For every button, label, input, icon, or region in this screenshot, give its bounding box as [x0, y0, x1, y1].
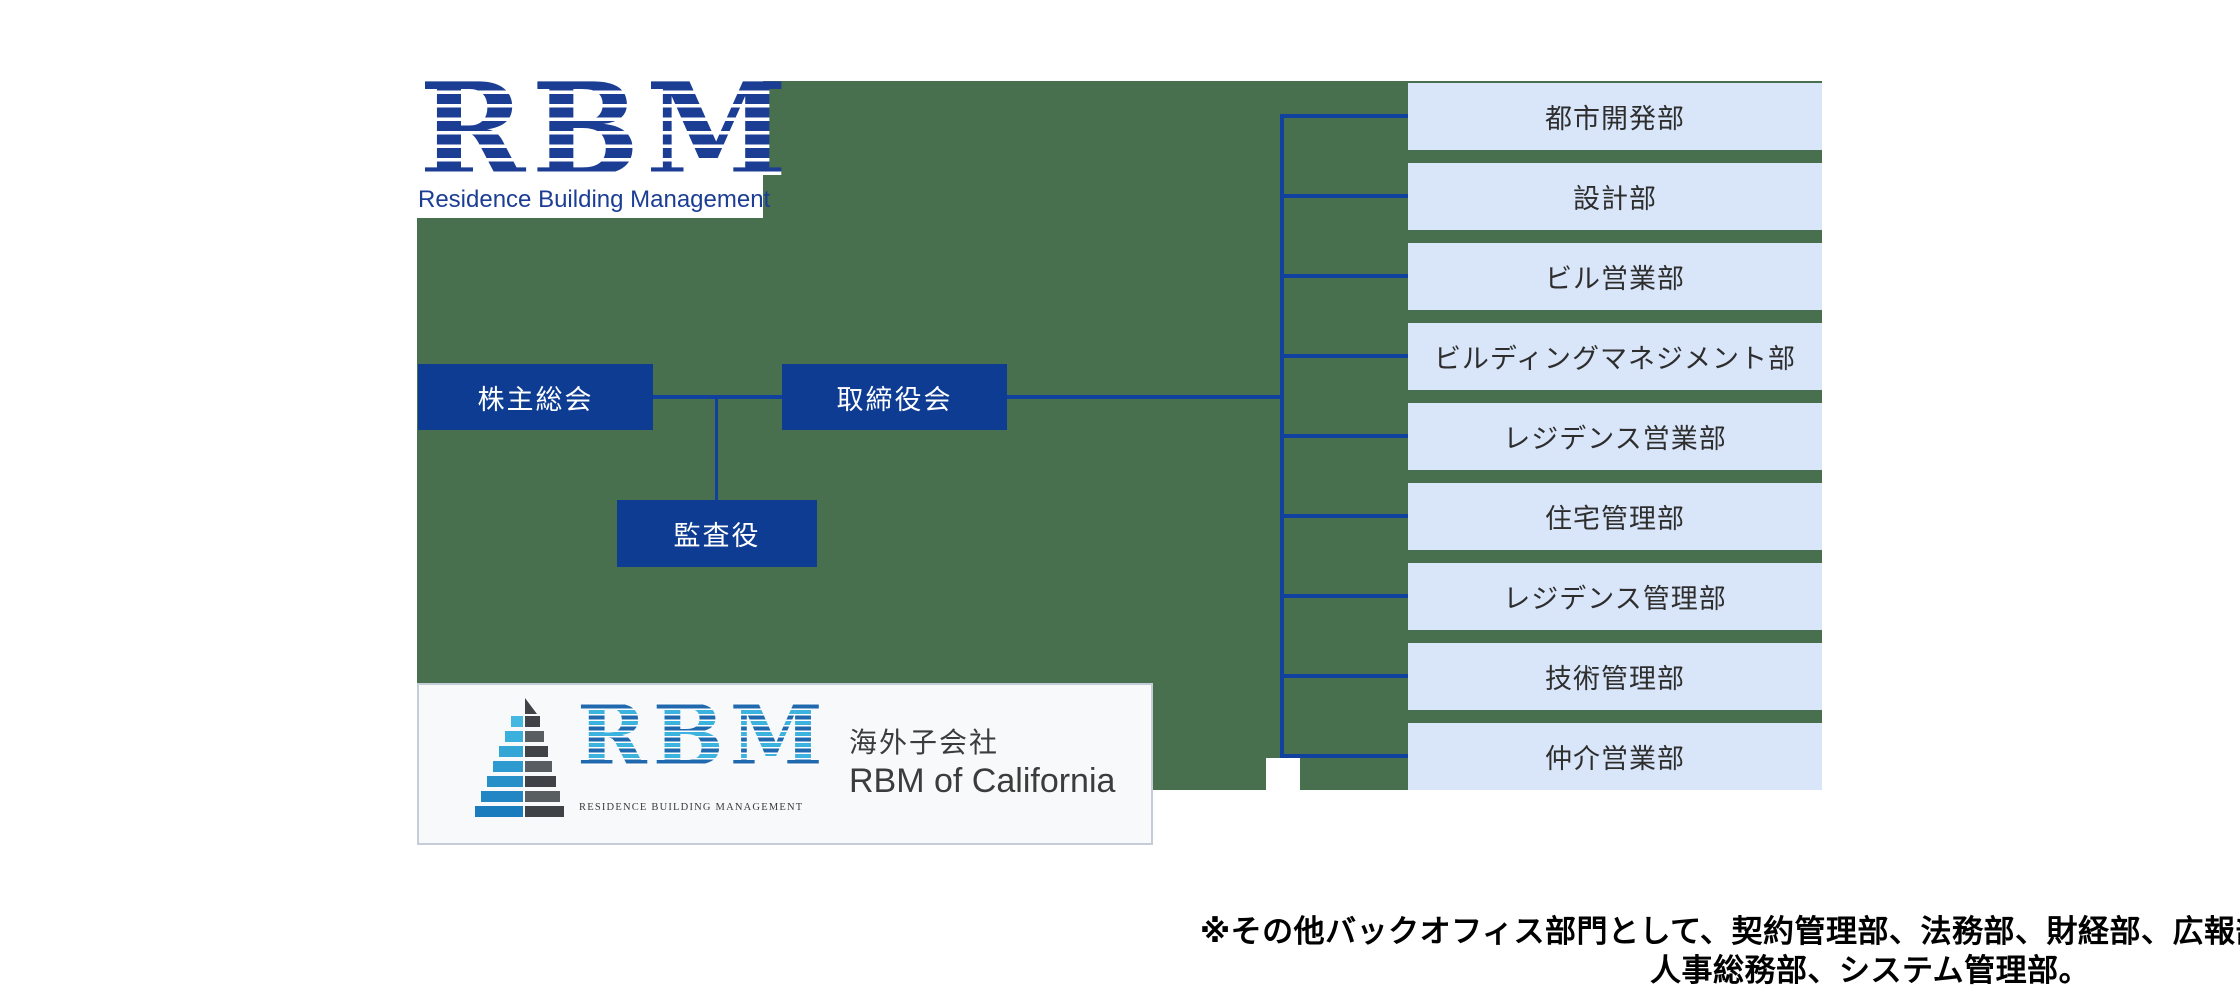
- subsidiary-name: RBM of California: [849, 762, 1116, 800]
- department-connector-line: [1280, 114, 1410, 118]
- department-row: レジデンス管理部: [1280, 563, 1822, 630]
- footnote-line-2: 人事総務部、システム管理部。: [1650, 953, 2091, 988]
- department-label: 設計部: [1573, 184, 1657, 214]
- white-notch: [1266, 758, 1300, 790]
- board-of-directors-box: 取締役会: [782, 364, 1007, 430]
- department-label: ビルディングマネジメント部: [1433, 344, 1797, 374]
- department-connector-line: [1280, 354, 1410, 358]
- subsidiary-logo-acronym: RBM: [577, 677, 829, 795]
- department-box: 仲介営業部: [1408, 723, 1822, 790]
- board-of-directors-label: 取締役会: [836, 384, 953, 415]
- subsidiary-logo-subtitle: RESIDENCE BUILDING MANAGEMENT: [579, 802, 804, 813]
- department-row: 都市開発部: [1280, 83, 1822, 150]
- department-label: 仲介営業部: [1545, 744, 1685, 774]
- department-list: 都市開発部 設計部 ビル営業部 ビルディングマネジメント部: [1280, 83, 1822, 790]
- shareholders-meeting-label: 株主総会: [477, 384, 594, 415]
- auditor-label: 監査役: [673, 521, 761, 551]
- department-row: 仲介営業部: [1280, 723, 1822, 790]
- company-logo-acronym: RBM: [419, 56, 794, 206]
- company-logo-subtitle: Residence Building Management: [418, 186, 771, 213]
- department-label: 住宅管理部: [1545, 504, 1685, 534]
- department-row: ビルディングマネジメント部: [1280, 323, 1822, 390]
- department-box: 都市開発部: [1408, 83, 1822, 150]
- department-box: 技術管理部: [1408, 643, 1822, 710]
- footnote-line-1: ※その他バックオフィス部門として、契約管理部、法務部、財経部、広報部、: [1200, 914, 2240, 949]
- department-box: ビル営業部: [1408, 243, 1822, 310]
- connector-auditor: [715, 397, 718, 500]
- department-row: 設計部: [1280, 163, 1822, 230]
- department-row: レジデンス営業部: [1280, 403, 1822, 470]
- department-box: 設計部: [1408, 163, 1822, 230]
- department-box: ビルディングマネジメント部: [1408, 323, 1822, 390]
- department-connector-line: [1280, 754, 1410, 758]
- department-connector-line: [1280, 434, 1410, 438]
- department-label: 技術管理部: [1545, 664, 1685, 694]
- shareholders-meeting-box: 株主総会: [418, 364, 653, 430]
- company-logo: RBM Residence Building Management: [417, 67, 787, 218]
- department-row: ビル営業部: [1280, 243, 1822, 310]
- subsidiary-type-label: 海外子会社: [849, 727, 1000, 758]
- department-box: レジデンス管理部: [1408, 563, 1822, 630]
- department-label: ビル営業部: [1545, 264, 1685, 294]
- department-connector-line: [1280, 514, 1410, 518]
- department-connector-line: [1280, 194, 1410, 198]
- department-row: 技術管理部: [1280, 643, 1822, 710]
- connector-board-trunk: [1007, 395, 1284, 399]
- department-box: 住宅管理部: [1408, 483, 1822, 550]
- department-label: レジデンス管理部: [1503, 584, 1727, 614]
- department-connector-line: [1280, 274, 1410, 278]
- department-box: レジデンス営業部: [1408, 403, 1822, 470]
- subsidiary-card: RBM RESIDENCE BUILDING MANAGEMENT 海外子会社 …: [417, 683, 1153, 845]
- building-icon: [475, 698, 564, 817]
- department-label: 都市開発部: [1545, 104, 1685, 134]
- department-connector-line: [1280, 594, 1410, 598]
- department-connector-line: [1280, 674, 1410, 678]
- department-row: 住宅管理部: [1280, 483, 1822, 550]
- department-label: レジデンス営業部: [1503, 424, 1727, 454]
- auditor-box: 監査役: [617, 500, 817, 567]
